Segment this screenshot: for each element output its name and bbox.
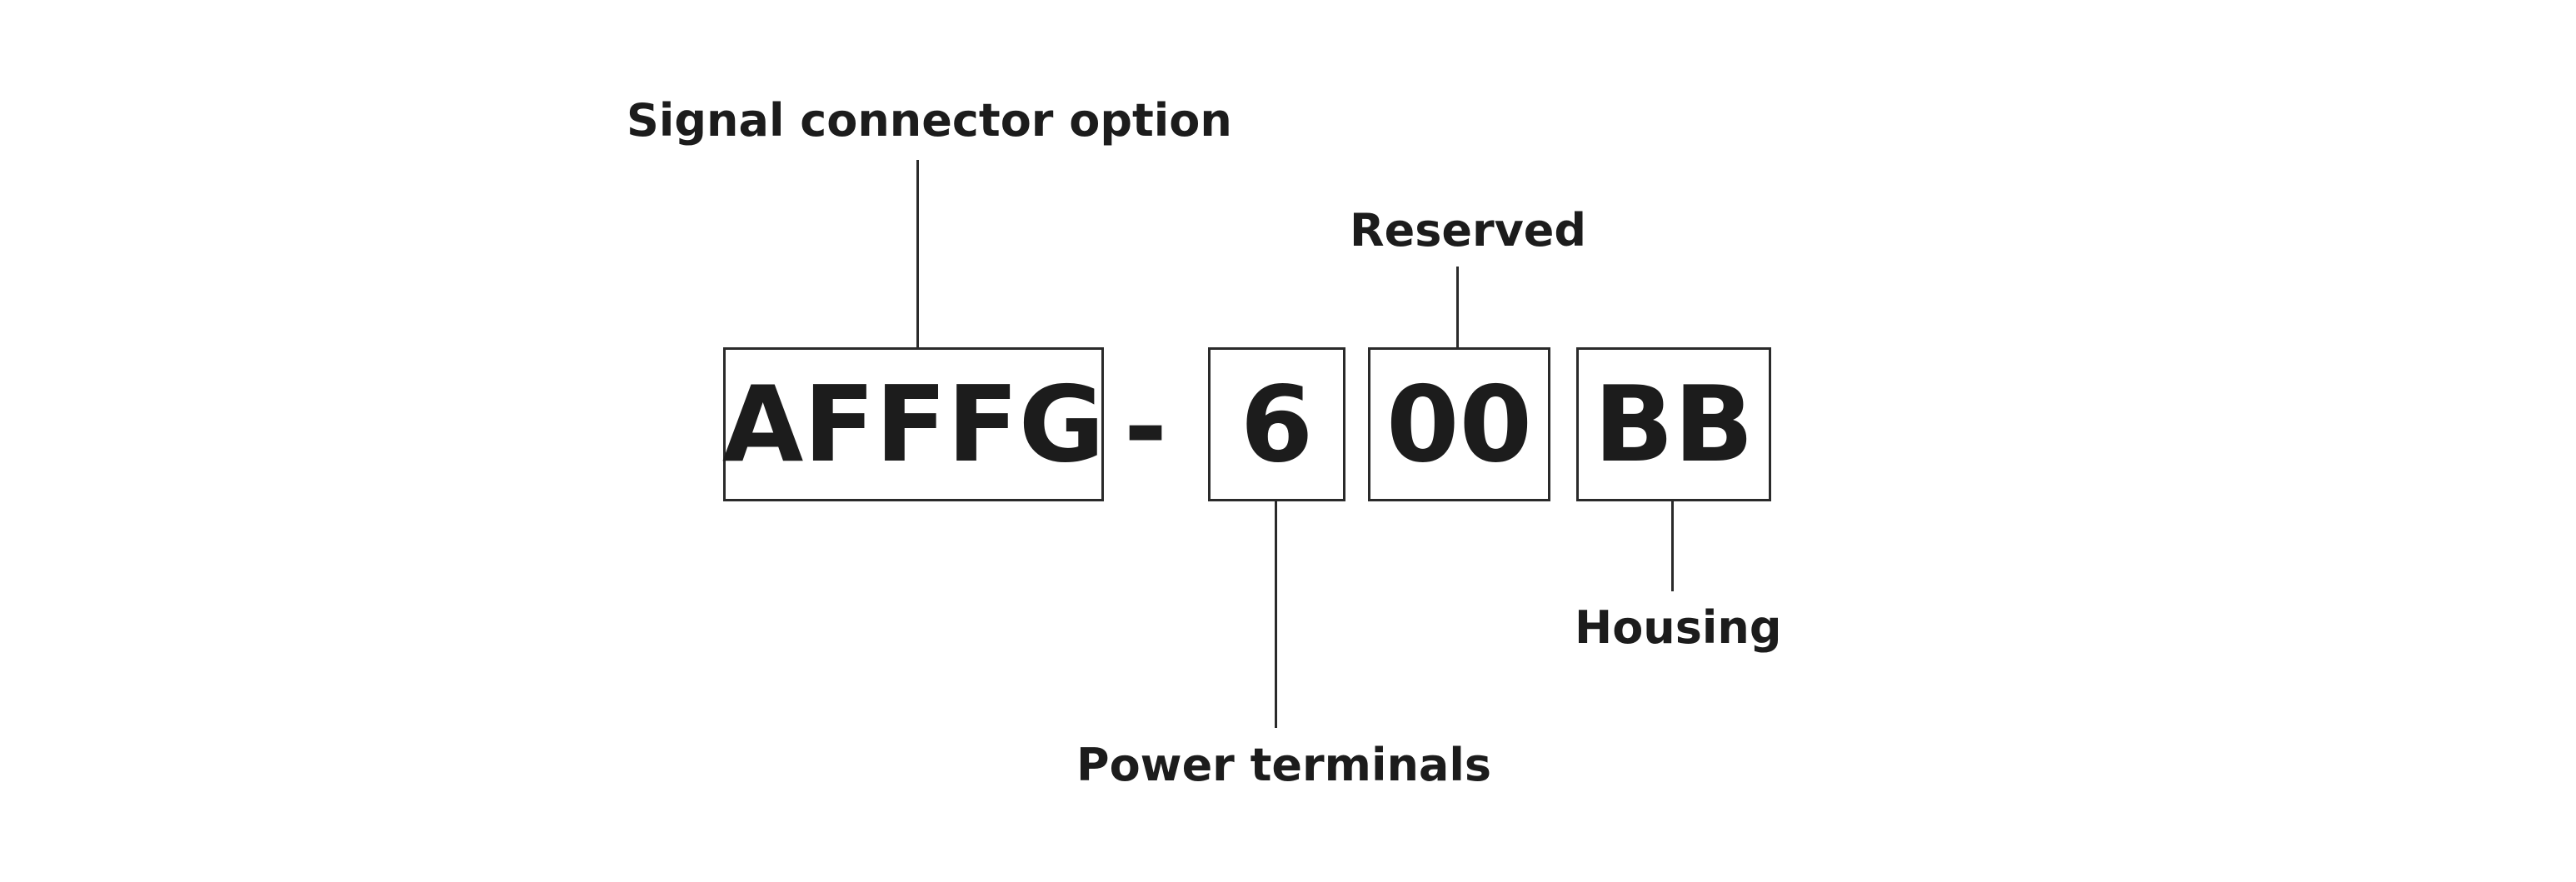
signal-connector-label: Signal connector option: [627, 94, 1232, 147]
signal-connector-leader-line: [916, 160, 919, 348]
power-terminals-label: Power terminals: [1076, 739, 1491, 791]
housing-code-box: BB: [1576, 347, 1771, 501]
power-terminals-leader-line: [1275, 501, 1277, 728]
power-code-box: 6: [1208, 347, 1345, 501]
housing-leader-line: [1671, 501, 1674, 591]
housing-label: Housing: [1575, 601, 1782, 654]
separator-dash: -: [1123, 366, 1168, 488]
reserved-code-box: 00: [1368, 347, 1550, 501]
reserved-label: Reserved: [1350, 204, 1587, 257]
signal-code-box: AFFFG: [722, 347, 1105, 501]
reserved-leader-line: [1456, 267, 1459, 348]
